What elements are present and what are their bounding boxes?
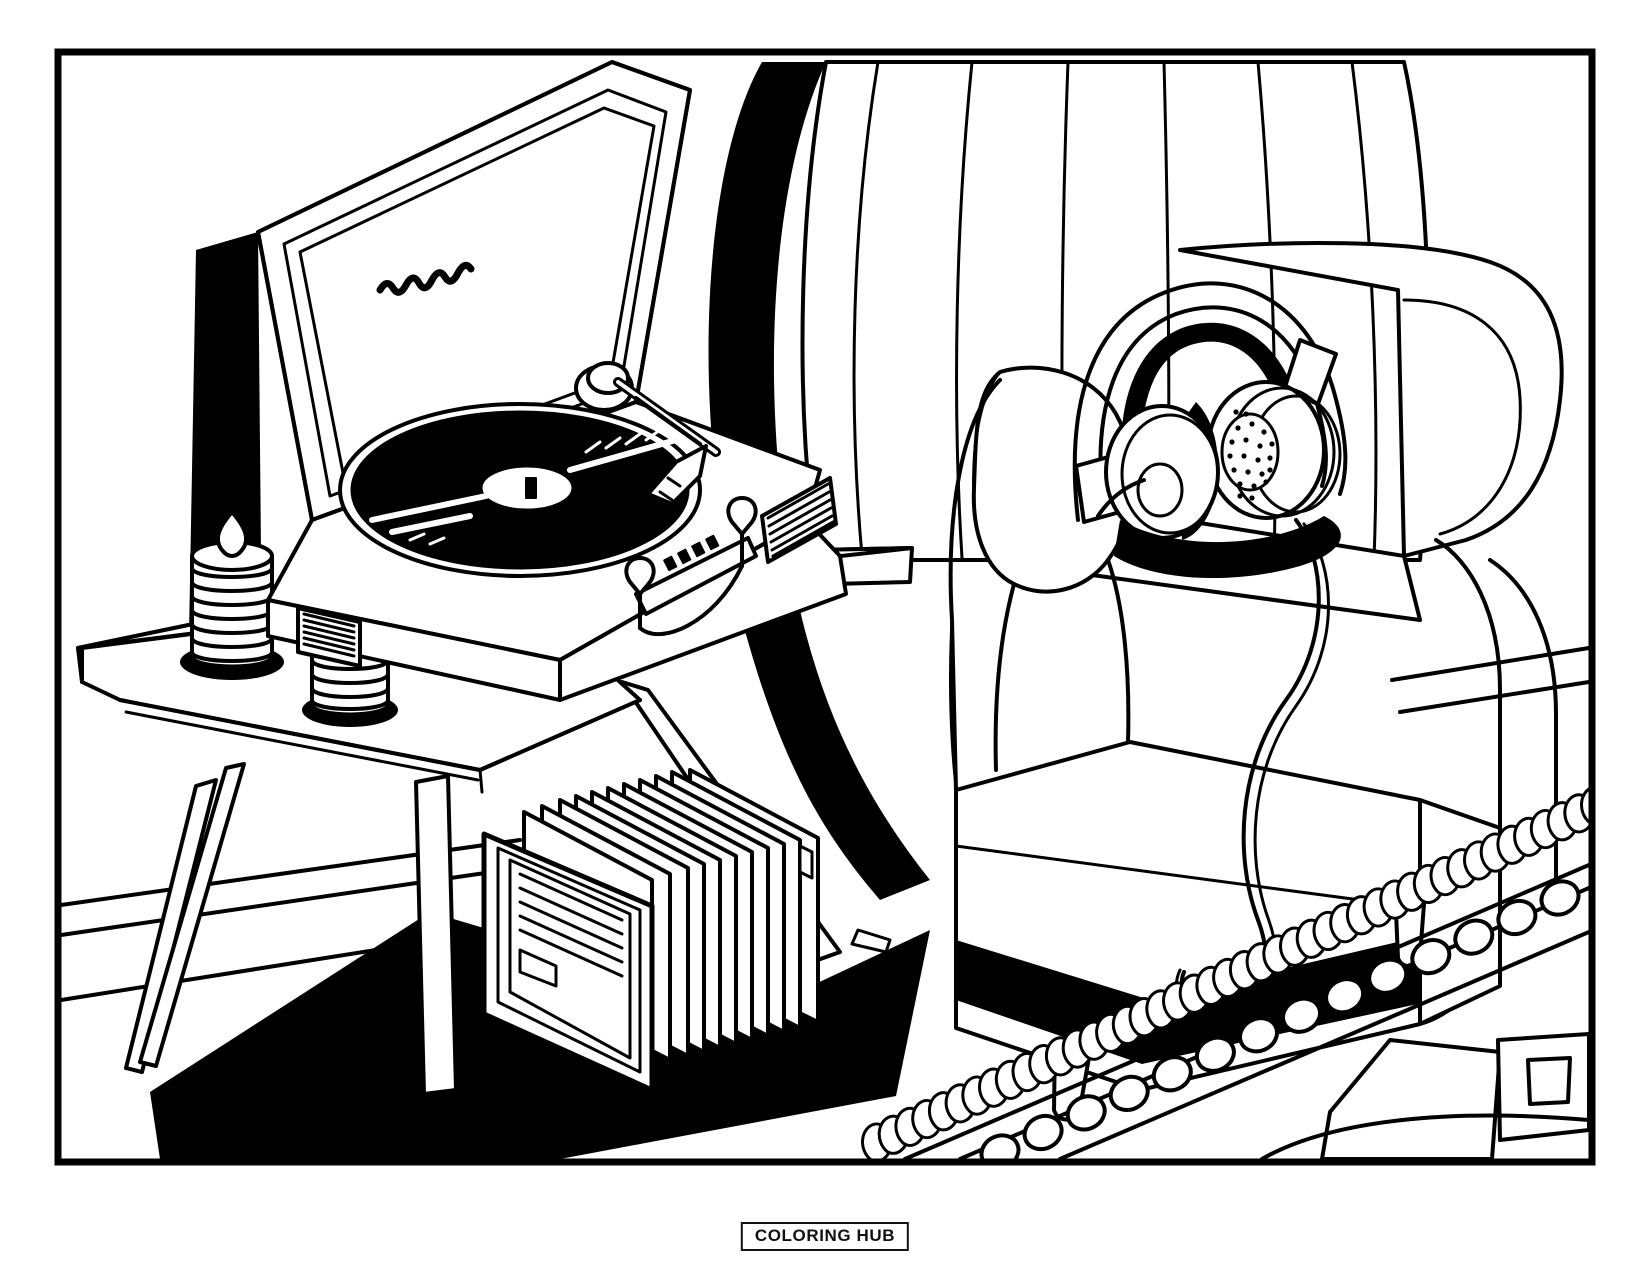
headphones-cast-shadow (1114, 516, 1341, 579)
vinyl-spindle (525, 477, 537, 499)
record-sleeve-tab (798, 844, 814, 880)
turntable-lid-inner-2 (298, 106, 656, 480)
vinyl-sheen-ticks (408, 428, 662, 546)
page-border (54, 48, 1596, 1166)
turntable-led-indicators (663, 534, 720, 572)
armchair-shadow (708, 62, 930, 900)
turntable-lid-squiggle (376, 261, 475, 296)
armchair-right-base (1418, 798, 1502, 1026)
turntable-lid-inner-1 (282, 88, 668, 498)
record-sleeve-front-border-2 (508, 858, 632, 1060)
rug-circle-motifs (979, 879, 1581, 1159)
watermark-label: COLORING HUB (754, 1226, 896, 1246)
rug-border-inner (1058, 930, 1589, 1159)
record-sleeve-front-stripes (518, 872, 624, 978)
tonearm-headshell (646, 444, 708, 506)
headphones-headband-outer (1072, 281, 1348, 522)
headphones-cable (1179, 518, 1321, 1009)
turntable-knob-right (726, 496, 758, 536)
candle-1-flame (215, 510, 249, 558)
table-leg-front-right (414, 774, 458, 1096)
rug-border-outer (903, 863, 1589, 1159)
turntable-knob-link (638, 564, 744, 637)
record-sleeve-front-border-1 (496, 846, 642, 1074)
headphones (1072, 281, 1348, 1018)
vinyl-sheen (369, 437, 679, 535)
table-leg-rear-right-tip (850, 928, 892, 954)
turntable-right-grille (760, 476, 838, 564)
turntable-left-grille (296, 606, 362, 668)
watermark-badge: COLORING HUB (740, 1222, 910, 1251)
headphones-pad-perforations (1227, 409, 1275, 501)
table-leg-front-left-b (138, 762, 246, 1068)
turntable-slider-track (634, 536, 758, 616)
record-sleeve-badge (518, 948, 558, 988)
rug (861, 785, 1589, 1159)
table-leg-front-left (124, 778, 218, 1074)
turntable-knob-left (624, 556, 656, 596)
rug-fringe (861, 785, 1589, 1159)
armchair-right-arm (1178, 240, 1564, 558)
turntable (256, 60, 848, 702)
headphones-headband-padding (1121, 322, 1306, 470)
headphones-cable-edge (1174, 522, 1330, 1018)
rug-corner-shapes (1260, 1032, 1589, 1159)
headphones-near-cup-inner (1136, 462, 1184, 518)
candle-1-body (190, 554, 274, 669)
record-crate (481, 768, 820, 1093)
